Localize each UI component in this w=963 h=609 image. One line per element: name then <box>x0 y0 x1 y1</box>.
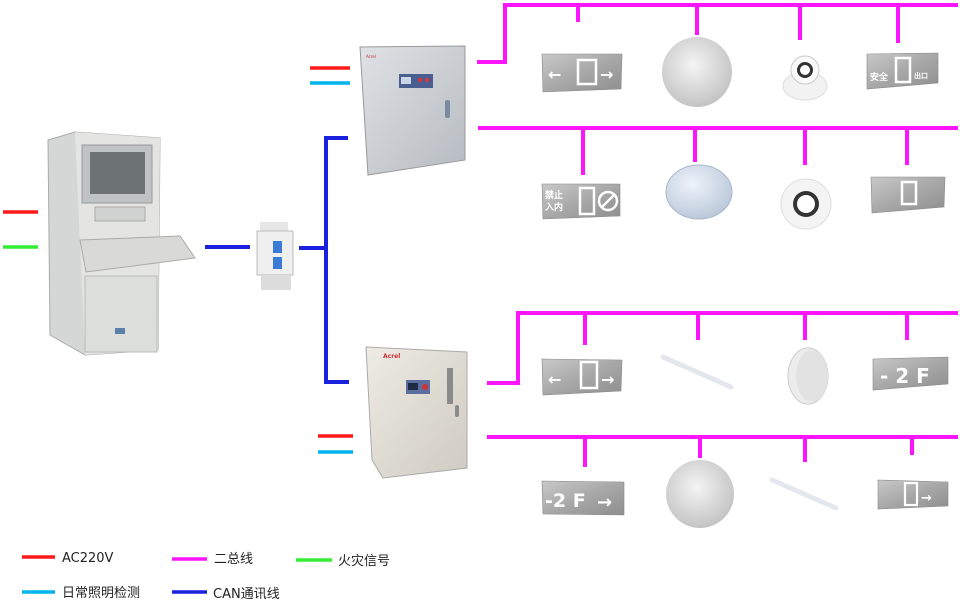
floor-direction-sign: -2 F → <box>541 480 625 516</box>
distribution-box-top: Acrel <box>359 45 466 176</box>
svg-text:CAN通讯线: CAN通讯线 <box>213 587 280 602</box>
svg-text:禁止: 禁止 <box>545 189 563 201</box>
legend-item-can: CAN通讯线 <box>172 587 280 602</box>
tube-light-2 <box>769 477 839 511</box>
exit-sign-right: → <box>877 479 949 510</box>
monitoring-console <box>47 131 196 356</box>
svg-text:- 2 F: - 2 F <box>880 364 930 388</box>
svg-text:二总线: 二总线 <box>214 552 253 567</box>
svg-text:→: → <box>597 492 612 513</box>
two-wire-bus-2 <box>478 126 958 175</box>
legend-item-two-wire-bus: 二总线 <box>172 552 253 567</box>
svg-text:←: ← <box>548 370 561 389</box>
ceiling-light-oval <box>665 164 733 220</box>
spotlight-round <box>780 178 832 230</box>
svg-text:→: → <box>600 65 613 84</box>
distribution-box-bottom: Acrel <box>365 346 468 479</box>
svg-text:Acrel: Acrel <box>383 353 400 360</box>
ceiling-light-dome <box>662 37 732 107</box>
ceiling-light-dome-2 <box>666 460 734 528</box>
svg-text:火灾信号: 火灾信号 <box>338 553 390 569</box>
svg-text:-2 F: -2 F <box>545 490 586 512</box>
svg-text:→: → <box>601 370 614 389</box>
exit-sign <box>870 176 946 214</box>
floor-sign: - 2 F <box>872 356 949 391</box>
legend: AC220V 二总线 火灾信号 日常照明检测 CAN通讯线 <box>22 551 390 602</box>
legend-item-daily-lighting: 日常照明检测 <box>22 586 140 601</box>
safety-exit-sign: 安全 出口 <box>866 52 939 90</box>
svg-text:日常照明检测: 日常照明检测 <box>62 586 140 601</box>
can-converter-module <box>256 222 294 290</box>
two-wire-bus-4 <box>487 435 958 467</box>
downlight <box>787 347 829 405</box>
two-wire-bus-1 <box>477 3 958 64</box>
svg-text:Acrel: Acrel <box>366 54 376 59</box>
svg-text:→: → <box>921 491 932 506</box>
can-lines <box>205 136 349 384</box>
no-entry-sign: 禁止 入内 <box>541 183 621 220</box>
legend-item-fire-signal: 火灾信号 <box>296 553 390 569</box>
exit-sign-bidirectional: ← → <box>541 53 623 93</box>
two-wire-bus-3 <box>487 311 958 385</box>
svg-text:入内: 入内 <box>544 201 563 213</box>
svg-text:安全: 安全 <box>870 71 889 83</box>
svg-text:出口: 出口 <box>914 71 928 80</box>
legend-item-ac220v: AC220V <box>22 551 114 566</box>
exit-sign-bidirectional-2: ← → <box>541 358 623 396</box>
spotlight-emergency <box>782 55 828 101</box>
svg-text:AC220V: AC220V <box>62 551 114 566</box>
tube-light <box>660 354 734 390</box>
svg-text:←: ← <box>548 65 561 84</box>
